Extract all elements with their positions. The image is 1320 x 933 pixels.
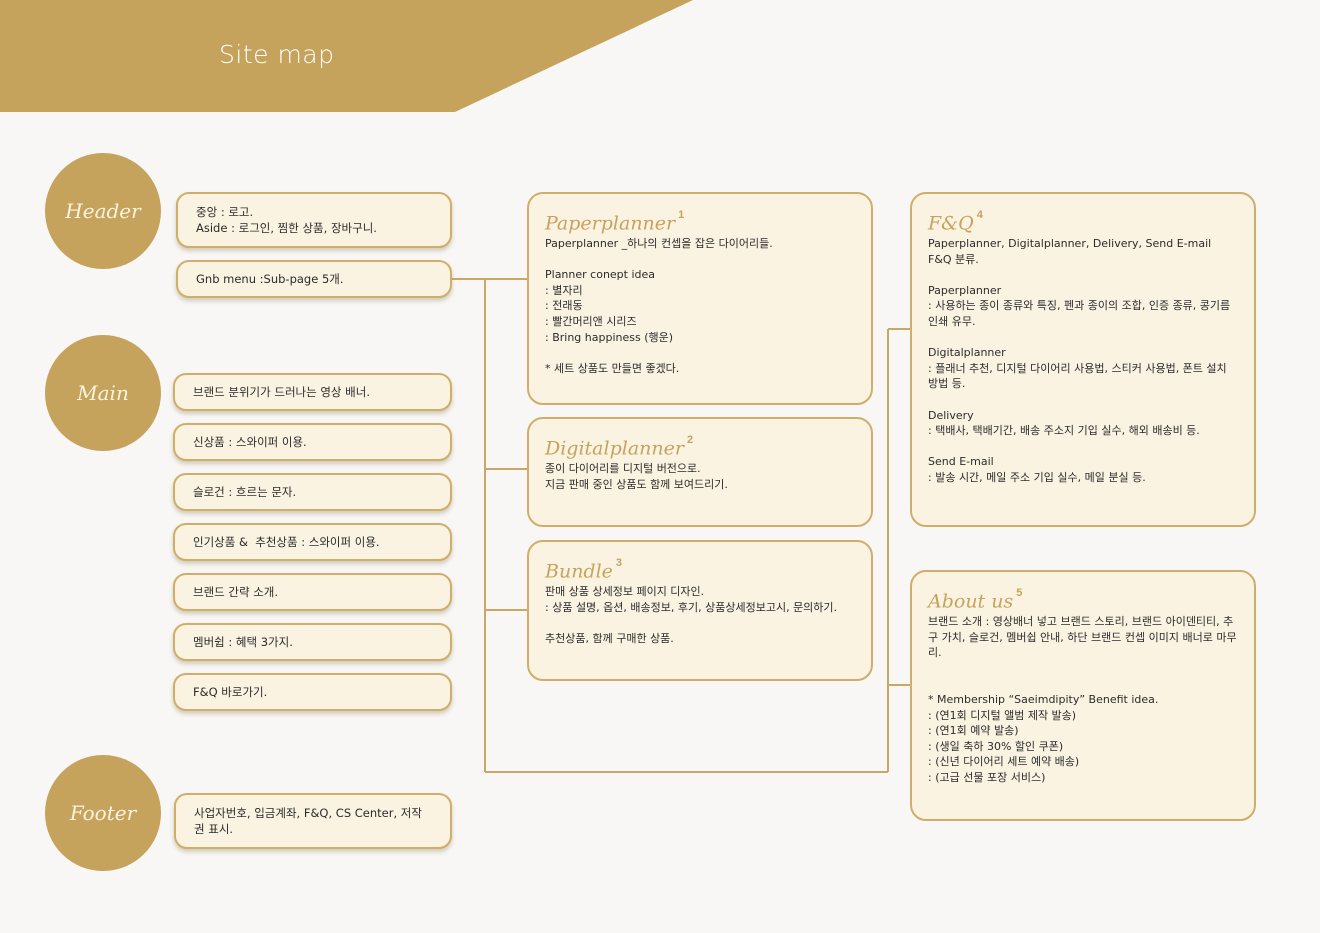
title-banner-shape <box>0 0 693 112</box>
footer-item-info: 사업자번호, 입금계좌, F&Q, CS Center, 저작권 표시. <box>174 793 452 849</box>
main-item-video-banner: 브랜드 분위기가 드러나는 영상 배너. <box>173 373 452 411</box>
header-item-logo-aside: 중앙 : 로고. Aside : 로그인, 찜한 상품, 장바구니. <box>176 192 452 248</box>
header-item-gnb: Gnb menu :Sub-page 5개. <box>176 260 452 298</box>
footer-section-circle: Footer <box>45 755 161 871</box>
main-item-new-products: 신상품 : 스와이퍼 이용. <box>173 423 452 461</box>
main-item-membership: 멤버쉽 : 혜택 3가지. <box>173 623 452 661</box>
title-banner <box>0 0 693 112</box>
page-title: Site map <box>219 40 335 69</box>
main-item-popular-products: 인기상품 & 추천상품 : 스와이퍼 이용. <box>173 523 452 561</box>
main-item-slogan: 슬로건 : 흐르는 문자. <box>173 473 452 511</box>
main-item-fq-link: F&Q 바로가기. <box>173 673 452 711</box>
main-item-brand-intro: 브랜드 간략 소개. <box>173 573 452 611</box>
main-section-circle: Main <box>45 335 161 451</box>
main-section-label: Main <box>77 381 129 405</box>
footer-section-label: Footer <box>69 801 137 825</box>
header-section-circle: Header <box>45 153 161 269</box>
header-section-label: Header <box>65 199 141 223</box>
